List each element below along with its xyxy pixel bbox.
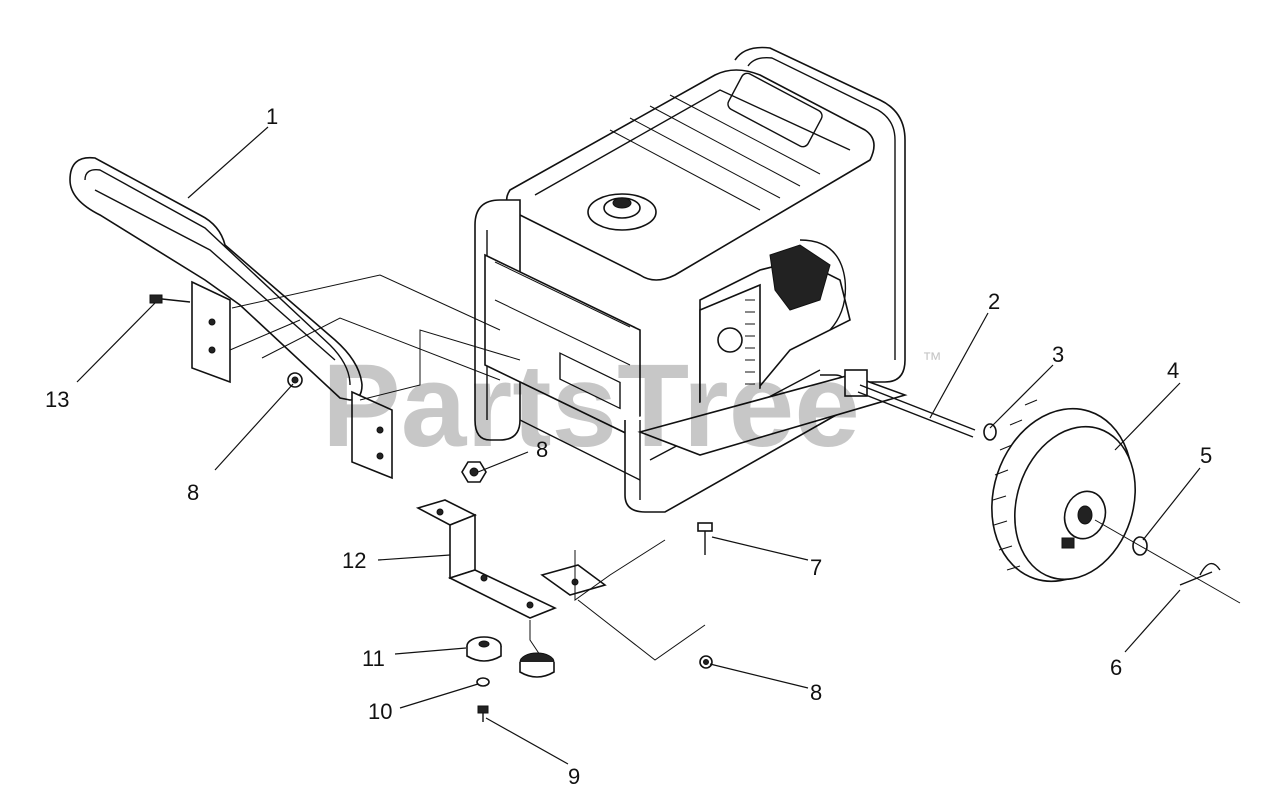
callout-6: 6 bbox=[1110, 655, 1122, 680]
callout-8b: 8 bbox=[536, 437, 548, 462]
watermark-trademark: ™ bbox=[922, 349, 942, 371]
callout-7: 7 bbox=[810, 555, 822, 580]
callout-2: 2 bbox=[988, 289, 1000, 314]
nut-8-left bbox=[287, 372, 303, 388]
handle-part bbox=[69, 156, 521, 480]
callout-10: 10 bbox=[368, 699, 392, 724]
callout-9: 9 bbox=[568, 764, 580, 789]
callout-3: 3 bbox=[1052, 342, 1064, 367]
washer-3 bbox=[983, 423, 997, 441]
callout-1: 1 bbox=[266, 104, 278, 129]
callout-8c: 8 bbox=[810, 680, 822, 705]
mount-bracket-12 bbox=[415, 499, 706, 661]
watermark: PartsTree ™ bbox=[322, 340, 942, 472]
nut-8-lower bbox=[699, 655, 713, 669]
nut-8-center bbox=[461, 461, 487, 483]
watermark-text: PartsTree bbox=[322, 340, 860, 472]
bolt-13 bbox=[149, 294, 191, 304]
bolt-7 bbox=[697, 522, 713, 555]
callout-12: 12 bbox=[342, 548, 366, 573]
leader-lines bbox=[76, 126, 1201, 765]
callout-4: 4 bbox=[1167, 358, 1179, 383]
washer-10 bbox=[476, 677, 490, 687]
hitch-pin-6 bbox=[1094, 519, 1241, 604]
screw-9 bbox=[477, 705, 489, 722]
callout-11: 11 bbox=[362, 646, 385, 671]
callout-5: 5 bbox=[1200, 443, 1212, 468]
callout-13: 13 bbox=[45, 387, 69, 412]
wheel-4 bbox=[991, 399, 1136, 583]
callout-8a: 8 bbox=[187, 480, 199, 505]
axle-2 bbox=[857, 384, 976, 438]
rubber-mount-11 bbox=[466, 636, 555, 678]
callout-labels: 1 2 3 4 5 6 7 8 8 8 9 10 11 12 13 bbox=[45, 104, 1212, 789]
generator-assembly bbox=[474, 46, 908, 513]
